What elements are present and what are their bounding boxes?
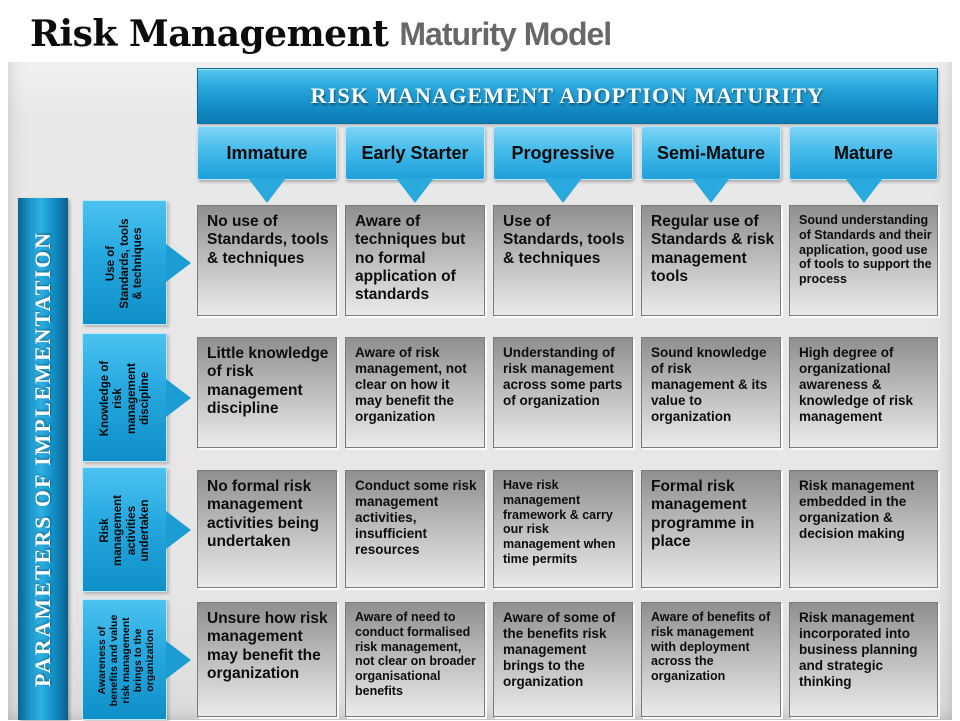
adoption-maturity-banner-label: RISK MANAGEMENT ADOPTION MATURITY: [310, 83, 825, 108]
parameter-label-line: undertaken: [139, 499, 151, 562]
cell-r1-c5: Sound understanding of Standards and the…: [789, 205, 938, 316]
maturity-level-progressive: Progressive: [493, 126, 633, 180]
down-arrow-icon: [692, 178, 730, 203]
cell-r1-c1: No use of Standards, tools & techniques: [197, 205, 337, 316]
cell-r1-c3: Use of Standards, tools & techniques: [493, 205, 633, 316]
adoption-maturity-banner: RISK MANAGEMENT ADOPTION MATURITY: [197, 68, 938, 124]
cell-r3-c5: Risk management embedded in the organiza…: [789, 470, 938, 588]
parameter-label-line: risk management: [119, 617, 132, 704]
parameter-label-line: Knowledge of: [98, 360, 111, 437]
parameter-label-line: Standards, tools: [118, 218, 131, 309]
cell-r4-c2: Aware of need to conduct formalised risk…: [345, 602, 485, 717]
down-arrow-icon: [248, 178, 286, 203]
cell-r4-c1: Unsure how risk management may benefit t…: [197, 602, 337, 717]
right-arrow-icon: [166, 378, 191, 417]
cell-r3-c4: Formal risk management programme in plac…: [641, 470, 781, 588]
maturity-level-early-starter: Early Starter: [345, 126, 485, 180]
parameter-label-line: Awareness of: [95, 626, 108, 695]
maturity-level-immature: Immature: [197, 126, 337, 180]
cell-r3-c1: No formal risk management activities bei…: [197, 470, 337, 588]
cell-r1-c2: Aware of techniques but no formal applic…: [345, 205, 485, 316]
parameter-label-line: management: [125, 363, 138, 434]
parameters-axis-bar: PARAMETERS OF IMPLEMENTATION: [18, 198, 68, 720]
parameter-label-line: activities: [125, 505, 138, 556]
cell-r3-c3: Have risk management framework & carry o…: [493, 470, 633, 588]
cell-r2-c4: Sound knowledge of risk management & its…: [641, 337, 781, 448]
slide-title-primary: Risk Management: [30, 13, 389, 55]
cell-r2-c5: High degree of organizational awareness …: [789, 337, 938, 448]
right-arrow-icon: [166, 640, 191, 679]
parameter-label-line: Risk: [98, 518, 111, 543]
cell-r4-c3: Aware of some of the benefits risk manag…: [493, 602, 633, 717]
parameter-label-line: brings to the: [131, 628, 144, 693]
maturity-level-semi-mature: Semi-Mature: [641, 126, 781, 180]
cell-r4-c4: Aware of benefits of risk management wit…: [641, 602, 781, 717]
maturity-level-mature: Mature: [789, 126, 938, 180]
parameter-label-line: risk: [112, 388, 124, 409]
slide-title-secondary: Maturity Model: [399, 15, 612, 52]
cell-r2-c2: Aware of risk management, not clear on h…: [345, 337, 485, 448]
parameter-label-line: & techniques: [132, 227, 145, 300]
slide-title: Risk Management Maturity Model: [30, 6, 612, 62]
down-arrow-icon: [844, 178, 883, 203]
parameter-label-line: management: [112, 495, 124, 566]
down-arrow-icon: [396, 178, 434, 203]
right-arrow-icon: [166, 243, 191, 282]
parameter-label-line: discipline: [139, 371, 151, 426]
cell-r2-c1: Little knowledge of risk management disc…: [197, 337, 337, 448]
right-arrow-icon: [166, 510, 191, 549]
cell-r4-c5: Risk management incorporated into busine…: [789, 602, 938, 717]
parameters-axis-label: PARAMETERS OF IMPLEMENTATION: [30, 230, 55, 688]
cell-r3-c2: Conduct some risk management activities,…: [345, 470, 485, 588]
parameter-label-line: organization: [143, 629, 156, 692]
parameter-label-line: Use of: [105, 245, 118, 282]
parameter-label-line: benefits and value: [107, 614, 120, 707]
cell-r2-c3: Understanding of risk management across …: [493, 337, 633, 448]
cell-r1-c4: Regular use of Standards & risk manageme…: [641, 205, 781, 316]
down-arrow-icon: [544, 178, 582, 203]
